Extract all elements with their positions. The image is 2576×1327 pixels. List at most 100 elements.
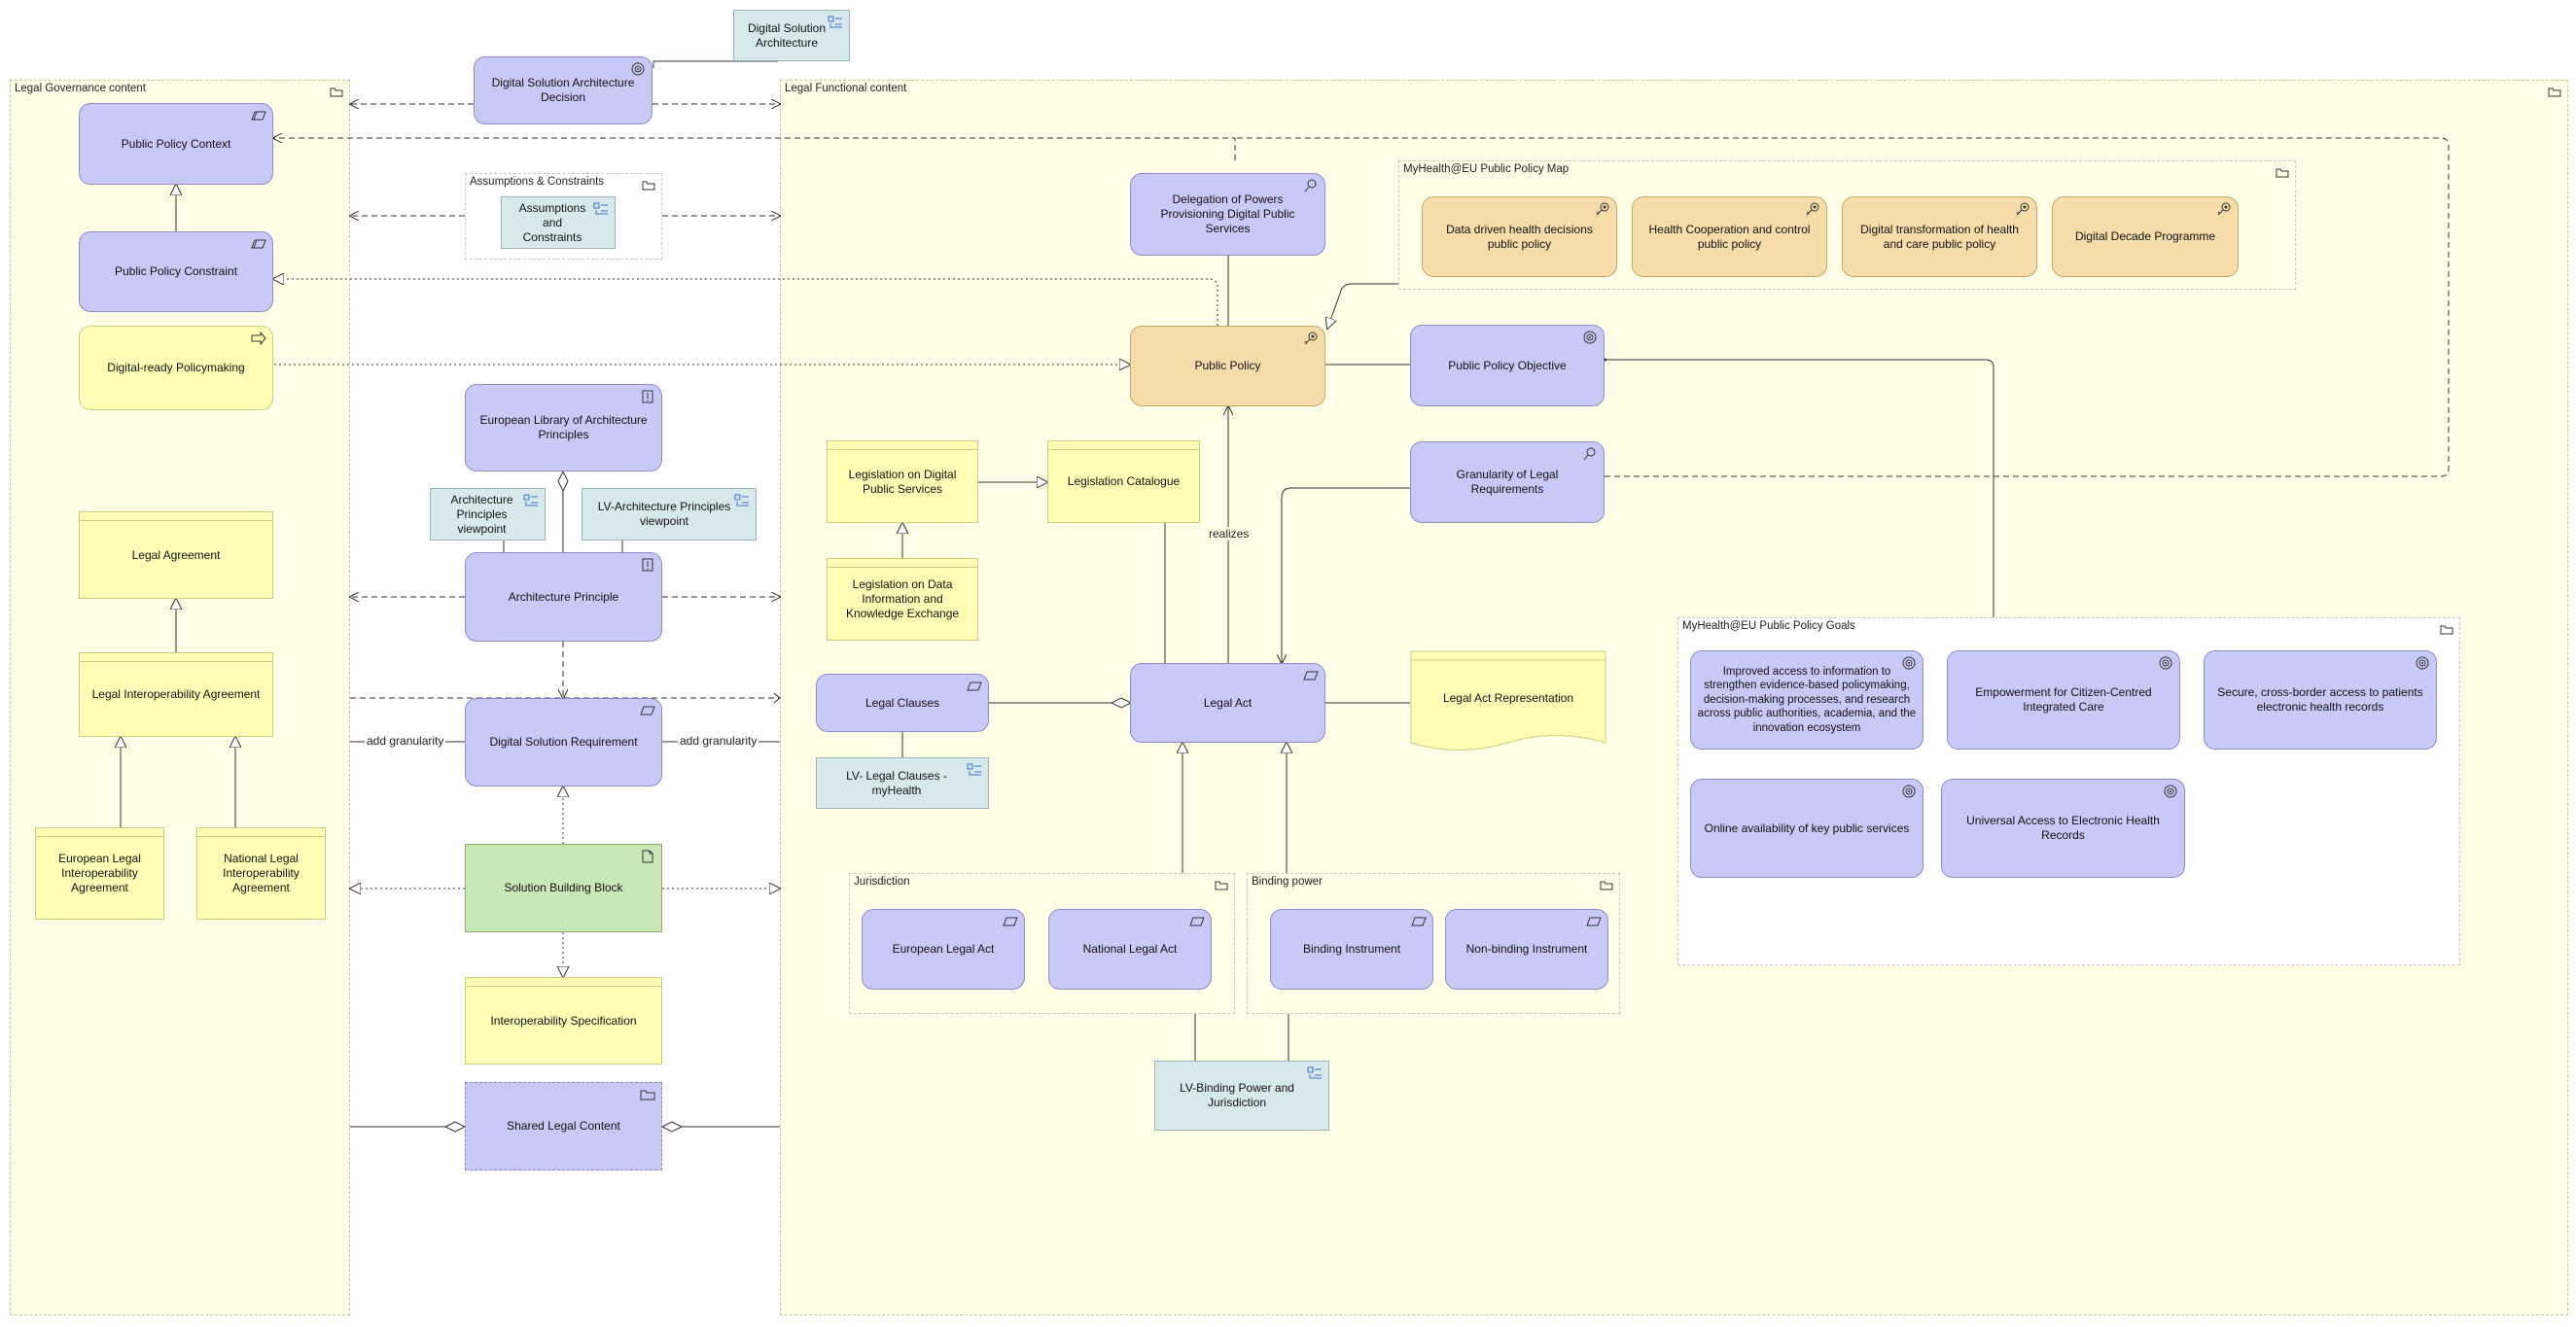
architecture-principles-viewpoint-node[interactable]: Architecture Principles viewpoint [430, 488, 546, 541]
assumptions-constraints-node[interactable]: Assumptions and Constraints [501, 196, 616, 249]
digital-solution-requirement-node[interactable]: Digital Solution Requirement [465, 698, 662, 786]
header-band [828, 449, 977, 450]
folder-icon [2440, 622, 2453, 635]
node-label: Granularity of Legal Requirements [1456, 468, 1559, 496]
folder-icon [640, 1088, 655, 1101]
folder-icon [642, 178, 655, 191]
goal-icon [630, 62, 646, 76]
goal-icon [2163, 785, 2178, 798]
dsa-decision-node[interactable]: Digital Solution Architecture Decision [474, 56, 653, 124]
legal-act-node[interactable]: Legal Act [1130, 663, 1325, 743]
edge-granularity-to-legalact [1282, 487, 1410, 663]
node-label: Data driven health decisions public poli… [1446, 222, 1593, 251]
lv-binding-power-node[interactable]: LV-Binding Power and Jurisdiction [1154, 1061, 1329, 1131]
folder-icon [330, 85, 343, 97]
legal-interop-agreement-node[interactable]: Legal Interoperability Agreement [79, 652, 273, 737]
legislation-data-info-node[interactable]: Legislation on Data Information and Know… [827, 558, 978, 641]
viewpoint-icon [734, 494, 750, 507]
assessment-icon [1582, 447, 1598, 461]
edge-label-realizes: realizes [1207, 527, 1252, 541]
node-label: Non-binding Instrument [1465, 942, 1588, 956]
header-band [466, 986, 661, 987]
online-availability-goal-node[interactable]: Online availability of key public servic… [1690, 779, 1923, 878]
shared-legal-content-node[interactable]: Shared Legal Content [465, 1082, 662, 1170]
national-legal-act-node[interactable]: National Legal Act [1048, 909, 1212, 990]
national-legal-interop-agreement-node[interactable]: National Legal Interoperability Agreemen… [196, 827, 326, 920]
node-label: National Legal Act [1082, 942, 1178, 956]
public-policy-constraint-node[interactable]: Public Policy Constraint [79, 231, 273, 312]
digital-ready-policymaking-node[interactable]: Digital-ready Policymaking [79, 326, 273, 410]
node-label: Empowerment for Citizen-Centred Integrat… [1975, 685, 2152, 714]
representation-icon [1003, 915, 1018, 928]
lv-architecture-principles-viewpoint-node[interactable]: LV-Architecture Principles viewpoint [582, 488, 757, 541]
solution-building-block-node[interactable]: Solution Building Block [465, 844, 662, 932]
goal-icon [2158, 656, 2173, 670]
lv-legal-clauses-node[interactable]: LV- Legal Clauses - myHealth [816, 757, 989, 809]
architecture-principle-node[interactable]: Architecture Principle [465, 552, 662, 642]
group-label: Legal Functional content [785, 83, 907, 94]
group-label: MyHealth@EU Public Policy Map [1403, 163, 1570, 175]
legal-clauses-node[interactable]: Legal Clauses [816, 674, 989, 732]
granularity-legal-requirements-node[interactable]: Granularity of Legal Requirements [1410, 441, 1605, 523]
non-binding-instrument-node[interactable]: Non-binding Instrument [1445, 909, 1608, 990]
interoperability-specification-node[interactable]: Interoperability Specification [465, 977, 662, 1065]
node-label: Legislation on Data Information and Know… [845, 577, 960, 620]
representation-icon [1411, 915, 1427, 928]
european-legal-act-node[interactable]: European Legal Act [862, 909, 1025, 990]
universal-access-goal-node[interactable]: Universal Access to Electronic Health Re… [1941, 779, 2185, 878]
node-label: Legislation on Digital Public Services [848, 467, 957, 496]
digital-transformation-node[interactable]: Digital transformation of health and car… [1842, 196, 2037, 277]
viewpoint-icon [967, 763, 982, 777]
digital-decade-node[interactable]: Digital Decade Programme [2052, 196, 2239, 277]
european-legal-interop-agreement-node[interactable]: European Legal Interoperability Agreemen… [35, 827, 164, 920]
legal-act-representation-node[interactable]: Legal Act Representation [1410, 650, 1606, 755]
legislation-catalogue-node[interactable]: Legislation Catalogue [1047, 440, 1200, 523]
header-band [80, 520, 272, 521]
viewpoint-icon [593, 202, 609, 216]
node-label: Shared Legal Content [507, 1119, 620, 1133]
goal-icon [1582, 331, 1598, 344]
folder-icon [2276, 165, 2289, 178]
elap-node[interactable]: European Library of Architecture Princip… [465, 384, 662, 471]
representation-icon [1586, 915, 1602, 928]
binding-instrument-node[interactable]: Binding Instrument [1270, 909, 1433, 990]
node-label: Interoperability Specification [490, 1013, 637, 1028]
policy-goal-icon [1595, 202, 1610, 216]
header-band [828, 567, 977, 568]
policy-goal-icon [1805, 202, 1820, 216]
edge-realization-to-constraint [273, 279, 1218, 326]
edge-goals-compose-objective [1606, 360, 1994, 617]
public-policy-node[interactable]: Public Policy [1130, 326, 1325, 406]
principle-icon [640, 390, 655, 403]
edge-label-add-granularity-left: add granularity [365, 734, 446, 748]
header-band [36, 836, 163, 837]
node-label: LV-Architecture Principles viewpoint [597, 500, 731, 528]
public-policy-context-node[interactable]: Public Policy Context [79, 103, 273, 185]
legislation-digital-public-services-node[interactable]: Legislation on Digital Public Services [827, 440, 978, 523]
edge-granularity-influence [1235, 137, 2450, 477]
node-label: Digital Decade Programme [2074, 229, 2216, 243]
node-label: Improved access to information to streng… [1697, 666, 1917, 734]
node-label: Legal Agreement [131, 547, 221, 562]
empowerment-goal-node[interactable]: Empowerment for Citizen-Centred Integrat… [1947, 650, 2180, 750]
secure-access-goal-node[interactable]: Secure, cross-border access to patients … [2204, 650, 2437, 750]
assessment-icon [1303, 179, 1319, 192]
public-policy-objective-node[interactable]: Public Policy Objective [1410, 325, 1605, 406]
improved-access-goal-node[interactable]: Improved access to information to streng… [1690, 650, 1923, 750]
node-label: Legal Interoperability Agreement [91, 687, 261, 701]
viewpoint-icon [523, 494, 539, 507]
group-label: Jurisdiction [854, 876, 910, 888]
node-label: National Legal Interoperability Agreemen… [223, 852, 300, 894]
health-cooperation-node[interactable]: Health Cooperation and control public po… [1632, 196, 1827, 277]
node-label: Digital Solution Architecture [747, 20, 827, 50]
folder-icon [2548, 85, 2561, 97]
group-label: Assumptions & Constraints [470, 176, 605, 188]
delegation-of-powers-node[interactable]: Delegation of Powers Provisioning Digita… [1130, 173, 1325, 256]
data-driven-health-node[interactable]: Data driven health decisions public poli… [1422, 196, 1617, 277]
legal-agreement-node[interactable]: Legal Agreement [79, 511, 273, 599]
node-label: Digital Solution Architecture Decision [491, 76, 635, 104]
digital-solution-architecture-node[interactable]: Digital Solution Architecture [733, 10, 850, 61]
policy-goal-icon [1303, 332, 1319, 345]
node-label: Health Cooperation and control public po… [1648, 222, 1811, 251]
